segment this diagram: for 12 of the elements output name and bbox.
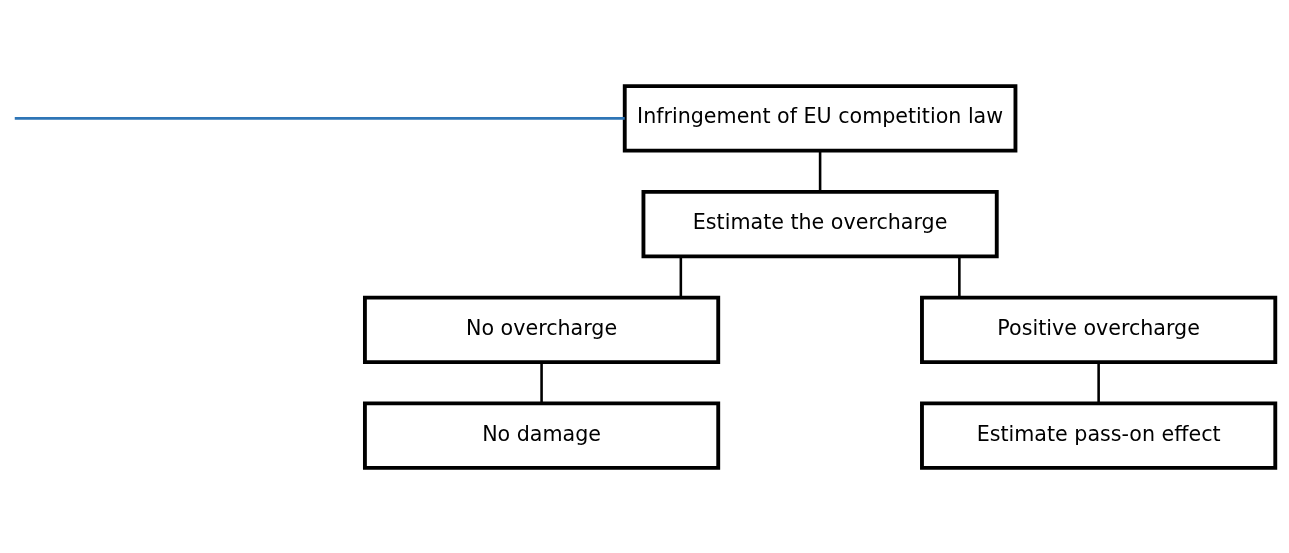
- connector: [1097, 361, 1100, 403]
- node-box: No overcharge: [363, 295, 721, 364]
- connector: [14, 116, 625, 120]
- node-box: No damage: [363, 400, 721, 470]
- connector: [540, 361, 543, 403]
- connector: [958, 255, 961, 297]
- node-box: Infringement of EU competition law: [622, 83, 1018, 153]
- connector: [818, 150, 822, 192]
- node-box: Estimate the overcharge: [641, 189, 999, 258]
- node-box: Estimate pass-on effect: [920, 400, 1278, 470]
- node-box: Positive overcharge: [920, 295, 1278, 364]
- connector: [679, 255, 683, 297]
